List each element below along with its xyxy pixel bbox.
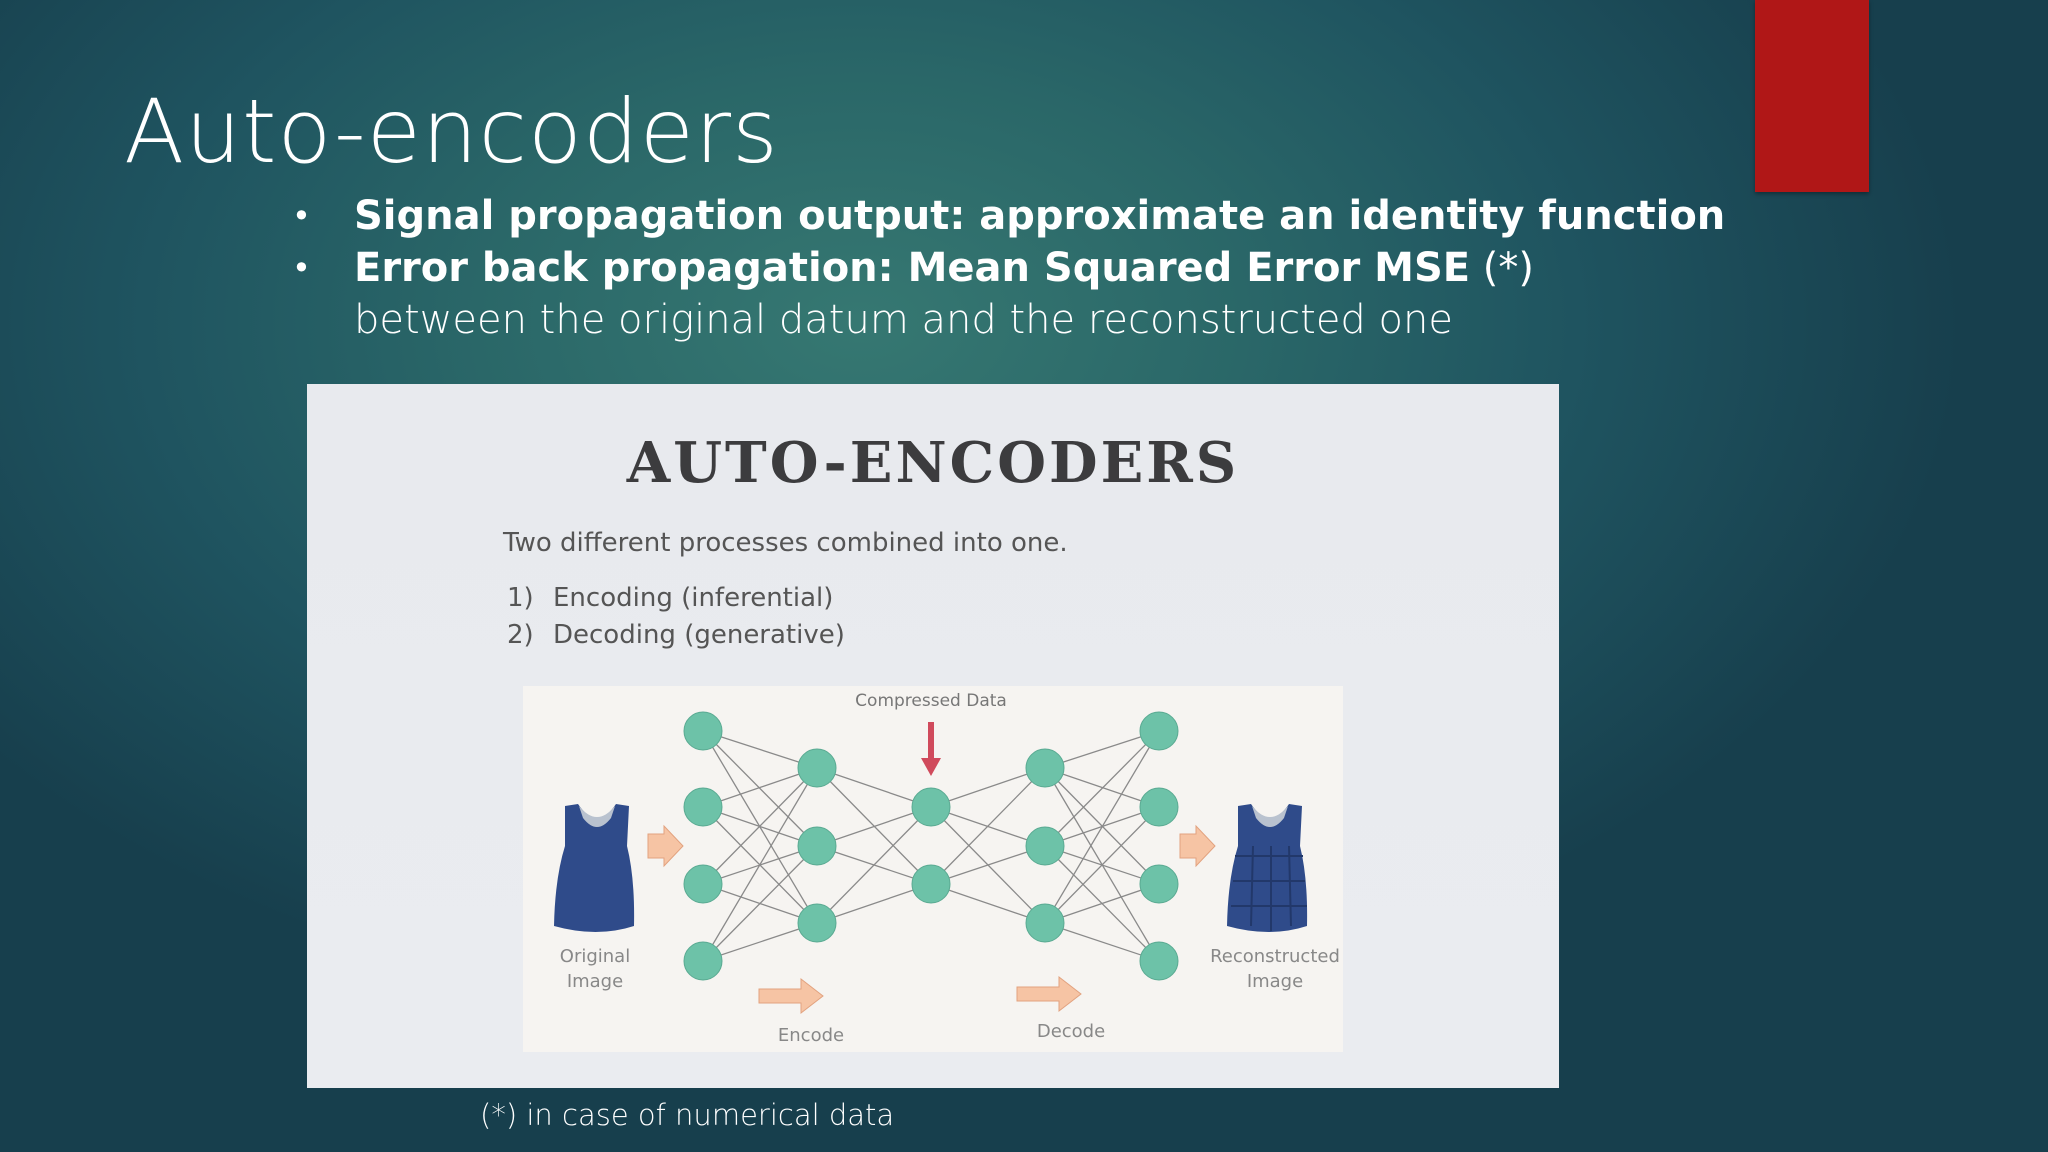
network-nodes — [683, 711, 1179, 981]
network-node — [1139, 787, 1179, 827]
network-node — [683, 864, 723, 904]
decode-arrow-icon — [1016, 975, 1082, 1013]
network-edge — [930, 845, 1046, 885]
bullet-icon: • — [292, 197, 311, 235]
network-node — [911, 787, 951, 827]
network-node — [683, 711, 723, 751]
network-edge — [930, 767, 1046, 808]
network-edge — [702, 730, 818, 769]
bullet-text-normal: (*) — [1470, 245, 1535, 291]
network-edge — [1044, 922, 1160, 962]
bullet-icon: • — [292, 249, 311, 287]
accent-bar — [1755, 0, 1869, 192]
reconstructed-label-line1: Reconstructed — [1210, 946, 1340, 967]
figure-title: AUTO-ENCODERS — [626, 430, 1240, 496]
network-node — [1025, 826, 1065, 866]
network-edge — [816, 806, 932, 924]
network-edge — [702, 730, 818, 847]
network-node — [797, 748, 837, 788]
original-label-line2: Image — [567, 971, 623, 992]
encode-label: Encode — [778, 1025, 844, 1046]
list-text: Decoding (generative) — [553, 620, 845, 650]
network-edge — [816, 767, 932, 808]
bullet-text: Signal propagation output: approximate a… — [354, 193, 1726, 239]
output-arrow-icon — [1179, 824, 1216, 868]
network-edge — [1044, 767, 1160, 808]
network-node — [1139, 941, 1179, 981]
network-diagram: Compressed Data Original Image Reconstru… — [554, 691, 1340, 1046]
network-edge — [702, 922, 818, 962]
network-edge — [816, 883, 932, 924]
reconstructed-label-line2: Image — [1247, 971, 1303, 992]
figure-list: 1) Encoding (inferential) 2) Decoding (gen… — [507, 580, 845, 654]
compressed-data-label: Compressed Data — [855, 691, 1007, 711]
network-diagram-panel: Compressed Data Original Image Reconstru… — [523, 686, 1343, 1052]
list-number: 1) — [507, 583, 534, 613]
list-number: 2) — [507, 620, 534, 650]
slide-title: Auto-encoders — [124, 80, 779, 183]
bullet-item: • Signal propagation output: approximate… — [292, 190, 1792, 242]
encode-arrow-icon — [758, 977, 824, 1015]
autoencoder-figure: AUTO-ENCODERS Two different processes co… — [307, 384, 1559, 1088]
network-edge — [1044, 883, 1160, 924]
compressed-arrow-icon — [921, 722, 941, 776]
network-edge — [702, 767, 818, 808]
network-node — [1139, 864, 1179, 904]
network-node — [683, 941, 723, 981]
network-node — [1025, 748, 1065, 788]
network-node — [797, 826, 837, 866]
bullet-list: • Signal propagation output: approximate… — [292, 190, 1792, 346]
decode-label: Decode — [1037, 1021, 1105, 1042]
original-label-line1: Original — [560, 946, 630, 967]
list-item: 1) Encoding (inferential) — [507, 580, 845, 617]
list-text: Encoding (inferential) — [553, 583, 834, 613]
network-edge — [816, 806, 932, 847]
list-item: 2) Decoding (generative) — [507, 617, 845, 654]
network-node — [1139, 711, 1179, 751]
network-edge — [1044, 730, 1160, 769]
footnote: (*) in case of numerical data — [480, 1098, 895, 1132]
network-node — [683, 787, 723, 827]
network-edge — [930, 883, 1046, 924]
original-shirt-icon — [554, 804, 635, 932]
network-edges — [702, 730, 1160, 962]
network-edge — [930, 767, 1046, 885]
input-arrow-icon — [647, 824, 684, 868]
network-edge — [1044, 730, 1160, 847]
network-edge — [1044, 730, 1160, 924]
network-node — [911, 864, 951, 904]
bullet-item: • Error back propagation: Mean Squared E… — [292, 242, 1792, 294]
reconstructed-shirt-icon — [1227, 804, 1308, 932]
network-edge — [702, 845, 818, 962]
bullet-continuation: between the original datum and the recon… — [354, 297, 1453, 343]
network-node — [1025, 903, 1065, 943]
bullet-text: Error back propagation: Mean Squared Err… — [354, 245, 1471, 291]
network-edge — [702, 767, 818, 962]
network-edge — [1044, 806, 1160, 924]
network-node — [797, 903, 837, 943]
figure-subtitle: Two different processes combined into on… — [503, 528, 1068, 558]
network-edge — [702, 767, 818, 885]
